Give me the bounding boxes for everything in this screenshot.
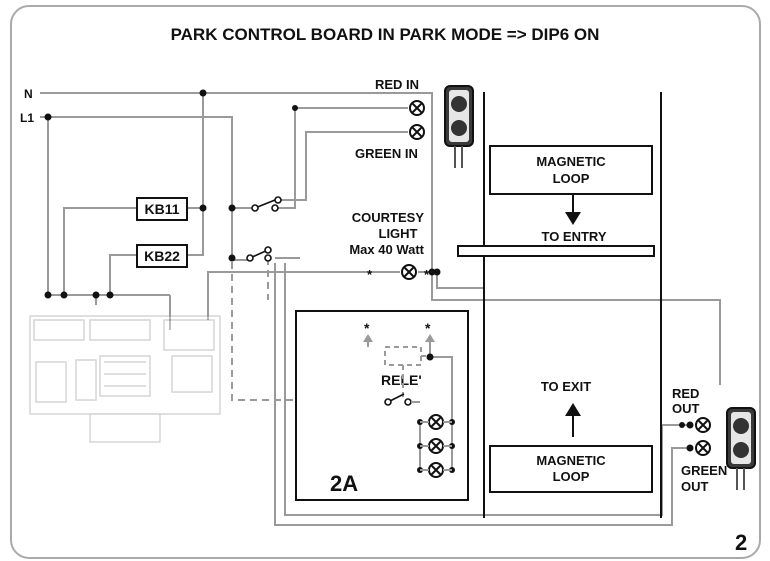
kb22-box (136, 244, 188, 268)
traffic-light-out-icon (726, 407, 756, 490)
inset-arrow-icons (363, 334, 435, 342)
rele-label: RELE' (381, 372, 422, 388)
loop-top-line2: LOOP (553, 171, 590, 186)
control-board-icon (29, 315, 221, 443)
loop-top-line1: MAGNETIC (536, 154, 606, 169)
arrow-up-icon (565, 403, 581, 416)
kb22-label: KB22 (144, 248, 180, 264)
inset-star-right: * (425, 320, 431, 336)
green-out-line2: OUT (681, 479, 709, 494)
n-label: N (24, 87, 33, 101)
to-entry-label: TO ENTRY (541, 229, 606, 244)
courtesy-label-1: COURTESY (352, 210, 425, 225)
courtesy-label-2: LIGHT (379, 226, 418, 241)
lamp-green-out-icon (695, 440, 711, 456)
lamp-red-in-icon (409, 100, 425, 116)
red-out-line1: RED (672, 386, 699, 401)
inset-relay-switch (384, 393, 412, 406)
inset-junction-dots (417, 353, 455, 473)
magnetic-loop-top (489, 145, 653, 195)
red-out-line2: OUT (672, 401, 700, 416)
entry-barrier (457, 245, 655, 257)
figure-number: 2 (735, 530, 747, 555)
loop-bottom-line2: LOOP (553, 469, 590, 484)
to-exit-label: TO EXIT (541, 379, 591, 394)
kb11-box (136, 197, 188, 221)
lamp-green-in-icon (409, 124, 425, 140)
arrow-down-icon (565, 212, 581, 225)
junction-dots (44, 89, 694, 452)
diagram-title: PARK CONTROL BOARD IN PARK MODE => DIP6 … (171, 25, 600, 44)
loop-bottom-line1: MAGNETIC (536, 453, 606, 468)
lamp-courtesy-icon (401, 264, 417, 280)
courtesy-star-right: * (424, 267, 430, 282)
green-out-line1: GREEN (681, 463, 727, 478)
kb11-label: KB11 (144, 201, 179, 217)
courtesy-star-left: * (367, 267, 373, 282)
switch-contacts (246, 196, 282, 262)
magnetic-loop-bottom (489, 445, 653, 493)
courtesy-label-3: Max 40 Watt (349, 242, 424, 257)
lamp-red-out-icon (695, 417, 711, 433)
red-in-label: RED IN (375, 77, 419, 92)
inset-star-left: * (364, 320, 370, 336)
inset-2a-label: 2A (330, 471, 358, 496)
lanes (483, 92, 662, 518)
green-in-label: GREEN IN (355, 146, 418, 161)
inset-lamps (428, 414, 444, 478)
l1-label: L1 (20, 111, 34, 125)
traffic-light-in-icon (444, 85, 474, 168)
